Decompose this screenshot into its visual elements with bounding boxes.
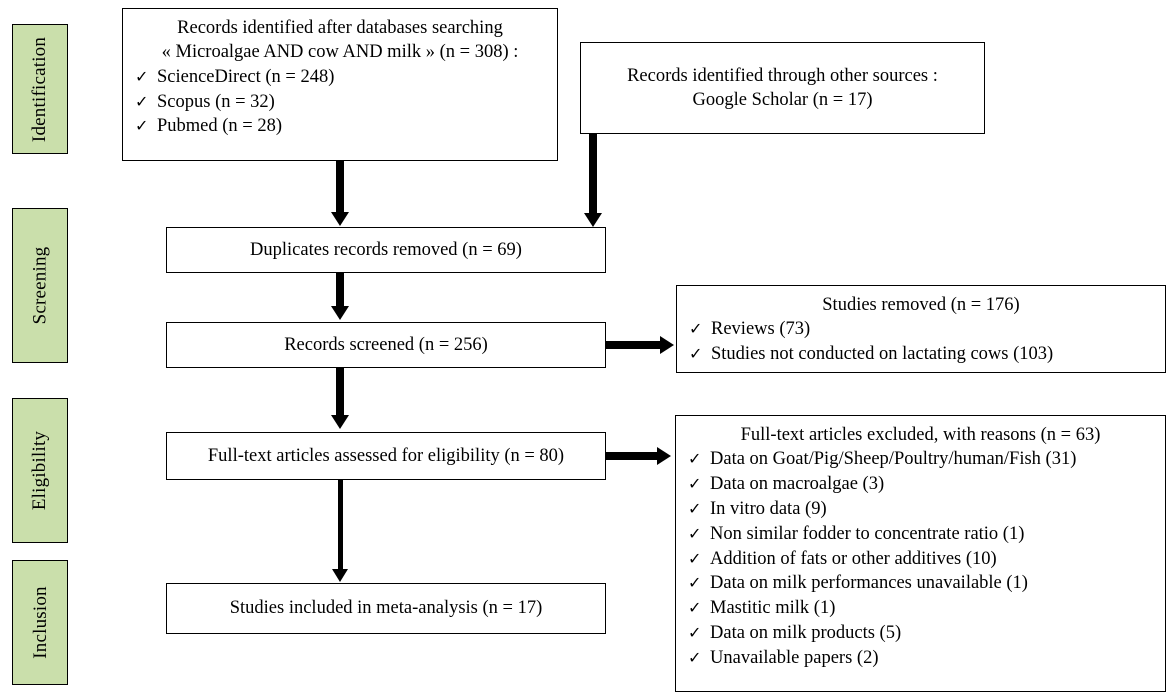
list-item-label: Non similar fodder to concentrate ratio … — [710, 523, 1025, 544]
records-identified-databases-sources: ✓ ScienceDirect (n = 248) ✓ Scopus (n = … — [135, 65, 545, 139]
check-icon: ✓ — [688, 622, 702, 642]
stage-inclusion: Inclusion — [12, 560, 68, 685]
list-item-label: Data on Goat/Pig/Sheep/Poultry/human/Fis… — [710, 449, 1077, 470]
list-item-label: Studies not conducted on lactating cows … — [711, 344, 1054, 365]
stage-identification-label: Identification — [29, 36, 51, 142]
list-item: ✓ Non similar fodder to concentrate rati… — [688, 522, 1153, 547]
list-item: ✓ Data on macroalgae (3) — [688, 472, 1153, 497]
fulltext-excluded-title: Full-text articles excluded, with reason… — [740, 425, 1101, 445]
check-icon: ✓ — [135, 66, 149, 86]
check-icon: ✓ — [688, 523, 702, 543]
check-icon: ✓ — [689, 319, 703, 339]
records-identified-databases-line1: Records identified after databases searc… — [177, 18, 503, 38]
list-item-label: Addition of fats or other additives (10) — [710, 548, 997, 569]
list-item-label: Data on milk performances unavailable (1… — [710, 573, 1028, 594]
list-item: ✓ Reviews (73) — [689, 317, 1153, 342]
list-item: ✓ In vitro data (9) — [688, 497, 1153, 522]
stage-eligibility-label: Eligibility — [29, 430, 51, 511]
fulltext-excluded-list: ✓ Data on Goat/Pig/Sheep/Poultry/human/F… — [688, 447, 1153, 670]
arrow-duplicates-to-screened-head — [331, 306, 349, 320]
check-icon: ✓ — [688, 449, 702, 469]
list-item-label: Data on milk products (5) — [710, 622, 902, 643]
arrow-screened-to-fulltext-head — [331, 415, 349, 429]
arrow-screened-to-studies-removed-head — [660, 336, 674, 354]
studies-removed-title: Studies removed (n = 176) — [822, 295, 1020, 315]
duplicates-removed-label: Duplicates records removed (n = 69) — [250, 239, 522, 260]
stage-inclusion-label: Inclusion — [29, 586, 51, 659]
arrow-fulltext-to-excluded — [606, 452, 658, 460]
box-fulltext-excluded: Full-text articles excluded, with reason… — [675, 415, 1166, 692]
arrow-other-sources-to-duplicates — [589, 134, 597, 214]
check-icon: ✓ — [688, 548, 702, 568]
list-item: ✓ ScienceDirect (n = 248) — [135, 65, 545, 90]
box-duplicates-removed: Duplicates records removed (n = 69) — [166, 227, 606, 273]
stage-identification: Identification — [12, 24, 68, 154]
records-identified-other-line1: Records identified through other sources… — [627, 65, 938, 86]
check-icon: ✓ — [688, 498, 702, 518]
check-icon: ✓ — [688, 598, 702, 618]
arrow-other-sources-to-duplicates-head — [584, 213, 602, 227]
check-icon: ✓ — [688, 474, 702, 494]
studies-removed-list: ✓ Reviews (73) ✓ Studies not conducted o… — [689, 317, 1153, 367]
list-item: ✓ Data on milk products (5) — [688, 621, 1153, 646]
list-item: ✓ Studies not conducted on lactating cow… — [689, 342, 1153, 367]
stage-eligibility: Eligibility — [12, 398, 68, 543]
arrow-identified-to-duplicates-head — [331, 212, 349, 226]
stage-screening-label: Screening — [29, 246, 51, 325]
list-item: ✓ Scopus (n = 32) — [135, 90, 545, 115]
list-item-label: Reviews (73) — [711, 319, 811, 340]
records-identified-other-line2: Google Scholar (n = 17) — [692, 90, 873, 110]
list-item: ✓ Data on Goat/Pig/Sheep/Poultry/human/F… — [688, 447, 1153, 472]
list-item-label: Data on macroalgae (3) — [710, 474, 885, 495]
check-icon: ✓ — [688, 573, 702, 593]
arrow-screened-to-fulltext — [336, 368, 344, 416]
list-item-label: Mastitic milk (1) — [710, 598, 836, 619]
stage-screening: Screening — [12, 208, 68, 363]
list-item-label: In vitro data (9) — [710, 498, 827, 519]
list-item-label: Scopus (n = 32) — [157, 91, 275, 112]
check-icon: ✓ — [688, 647, 702, 667]
records-screened-label: Records screened (n = 256) — [284, 334, 488, 355]
arrow-fulltext-to-excluded-head — [657, 447, 671, 465]
list-item-label: ScienceDirect (n = 248) — [157, 66, 335, 87]
list-item-label: Unavailable papers (2) — [710, 647, 879, 668]
box-records-identified-databases: Records identified after databases searc… — [122, 8, 558, 161]
box-studies-removed: Studies removed (n = 176) ✓ Reviews (73)… — [676, 285, 1166, 373]
list-item: ✓ Addition of fats or other additives (1… — [688, 547, 1153, 572]
box-records-identified-other-sources: Records identified through other sources… — [580, 42, 985, 134]
check-icon: ✓ — [689, 344, 703, 364]
list-item: ✓ Unavailable papers (2) — [688, 646, 1153, 671]
records-identified-databases-line2: « Microalgae AND cow AND milk » (n = 308… — [161, 42, 519, 63]
studies-included-label: Studies included in meta-analysis (n = 1… — [229, 598, 543, 619]
arrow-fulltext-to-included — [338, 480, 343, 570]
check-icon: ✓ — [135, 116, 149, 136]
list-item: ✓ Mastitic milk (1) — [688, 596, 1153, 621]
arrow-fulltext-to-included-head — [332, 569, 348, 582]
box-records-screened: Records screened (n = 256) — [166, 322, 606, 368]
box-fulltext-assessed: Full-text articles assessed for eligibil… — [166, 432, 606, 480]
arrow-identified-to-duplicates — [336, 161, 344, 213]
arrow-duplicates-to-screened — [336, 273, 344, 307]
list-item: ✓ Data on milk performances unavailable … — [688, 571, 1153, 596]
check-icon: ✓ — [135, 91, 149, 111]
list-item-label: Pubmed (n = 28) — [157, 116, 283, 137]
list-item: ✓ Pubmed (n = 28) — [135, 114, 545, 139]
box-studies-included: Studies included in meta-analysis (n = 1… — [166, 583, 606, 634]
arrow-screened-to-studies-removed — [606, 341, 661, 349]
fulltext-assessed-label: Full-text articles assessed for eligibil… — [207, 445, 565, 466]
